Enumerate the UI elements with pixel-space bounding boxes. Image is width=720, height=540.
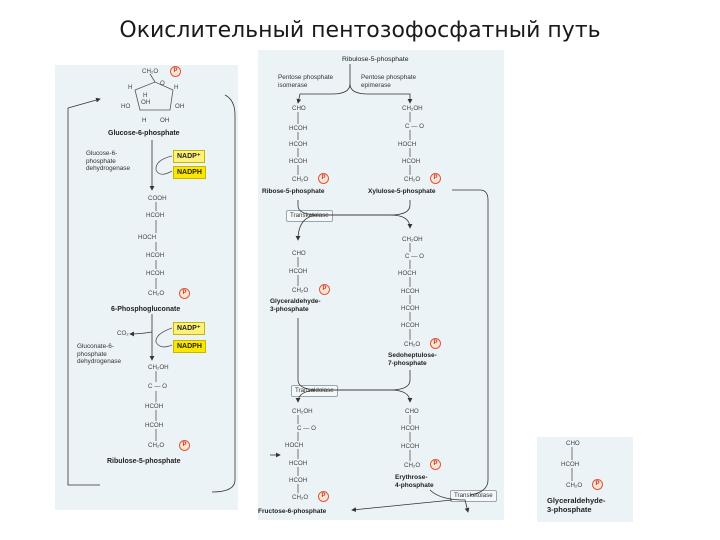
phosphate-icon: P (318, 491, 329, 502)
inset-c3: CH₂O (566, 482, 583, 489)
xylulose-c5: CH₂O (404, 176, 421, 183)
g6p-ch2o: CH₂O (142, 68, 159, 75)
gluconate-c5: HCOH (146, 270, 165, 277)
ribulose-c1: CH₂OH (148, 364, 169, 371)
ribose-c4: HCOH (289, 158, 308, 165)
phosphate-icon: P (179, 440, 190, 451)
phosphate-icon: P (430, 173, 441, 184)
g6pdh-enzyme-label: Glucose-6- phosphate dehydrogenase (86, 150, 131, 172)
ribose-c5: CH₂O (292, 176, 309, 183)
non-oxidative-phase-panel (258, 50, 504, 520)
gluconate-c4: HCOH (146, 252, 165, 259)
sedo-c5: HCOH (401, 305, 420, 312)
gnpdh-enzyme-label: Gluconate-6- phosphate dehydrogenase (77, 343, 122, 365)
gluconate-c6: CH₂O (148, 290, 165, 297)
page-title: Окислительный пентозофосфатный путь (119, 18, 601, 43)
f6p-c4: HCOH (289, 460, 308, 467)
inset-c2: HCOH (561, 461, 580, 468)
g3p-c2: HCOH (289, 268, 308, 275)
ribulose-c3: HCOH (145, 403, 164, 410)
inset-c1: CHO (566, 440, 580, 447)
transketolase-2: Transketolase (450, 490, 497, 502)
ring-h1: H (128, 84, 133, 91)
phosphate-icon: P (179, 288, 190, 299)
phosphate-icon: P (318, 173, 329, 184)
f6p-c2: C — O (297, 425, 316, 432)
ring-oh1: OH (141, 99, 151, 106)
ribulose-c4: HCOH (145, 422, 164, 429)
nadp-box-1: NADP⁺ (173, 150, 205, 163)
erythrose-c3: HCOH (401, 443, 420, 450)
nadph-box-2: NADPH (173, 340, 206, 353)
f6p-c1: CH₂OH (292, 408, 313, 415)
glyceraldehyde-inset-panel (537, 437, 633, 522)
ring-h3: H (143, 92, 148, 99)
fructose-6-phosphate-label: Fructose-6-phosphate (258, 508, 327, 515)
ribose-c3: HCOH (289, 141, 308, 148)
glucose-6-phosphate-label: Glucose-6-phosphate (108, 130, 180, 137)
oxidative-phase-panel (55, 65, 238, 510)
ribulose-5-phosphate-top-label: Ribulose-5-phosphate (342, 56, 409, 63)
gluconate-c1: COOH (148, 195, 167, 202)
sedoheptulose-7-phosphate-label: Sedoheptulose- 7-phosphate (388, 352, 437, 367)
phosphate-icon: P (430, 338, 441, 349)
sedo-c4: HCOH (401, 288, 420, 295)
epimerase-label: Pentose phosphate epimerase (361, 74, 417, 89)
xylulose-c3: HOCH (398, 141, 417, 148)
f6p-c5: HCOH (289, 477, 308, 484)
nadph-box-1: NADPH (173, 166, 206, 179)
isomerase-label: Pentose phosphate isomerase (278, 74, 334, 89)
ribose-c2: HCOH (289, 125, 308, 132)
inset-glyceraldehyde-label: Glyceraldehyde- 3-phosphate (547, 496, 606, 514)
ring-o: O (160, 80, 165, 87)
f6p-c6: CH₂O (292, 494, 309, 501)
g3p-c3: CH₂O (292, 287, 309, 294)
f6p-c3: HOCH (285, 442, 304, 449)
gluconate-c2: HCOH (146, 212, 165, 219)
ribulose-c5: CH₂O (148, 442, 165, 449)
ribose-c1: CHO (292, 105, 306, 112)
phosphate-icon: P (319, 284, 330, 295)
sedo-c3: HOCH (398, 270, 417, 277)
ring-oh3: OH (160, 117, 170, 124)
co2-label: CO₂ (117, 330, 129, 337)
6-phosphogluconate-label: 6-Phosphogluconate (111, 306, 181, 313)
xylulose-5-phosphate-label: Xylulose-5-phosphate (368, 188, 436, 195)
xylulose-c2: C — O (405, 123, 424, 130)
phosphate-icon: P (592, 479, 603, 490)
ring-ho: HO (121, 103, 131, 110)
xylulose-c1: CH₂OH (402, 105, 423, 112)
transketolase-1: Transketolase (286, 210, 333, 222)
ring-h4: H (142, 117, 147, 124)
gluconate-c3: HOCH (138, 234, 157, 241)
erythrose-c1: CHO (405, 408, 419, 415)
ribose-5-phosphate-label: Ribose-5-phosphate (262, 188, 325, 195)
erythrose-c4: CH₂O (404, 462, 421, 469)
ring-oh2: OH (175, 103, 185, 110)
g3p-c1: CHO (292, 250, 306, 257)
ring-h2: H (174, 84, 179, 91)
ribulose-c2: C — O (148, 383, 167, 390)
erythrose-c2: HCOH (401, 425, 420, 432)
ribulose-5-phosphate-label: Ribulose-5-phosphate (107, 458, 181, 465)
sedo-c7: CH₂O (404, 341, 421, 348)
phosphate-icon: P (170, 66, 181, 77)
nadp-box-2: NADP⁺ (173, 322, 205, 335)
sedo-c2: C — O (405, 253, 424, 260)
phosphate-icon: P (430, 459, 441, 470)
sedo-c6: HCOH (401, 322, 420, 329)
erythrose-4-phosphate-label: Erythrose- 4-phosphate (395, 474, 434, 489)
glyceraldehyde-3-phosphate-label: Glyceraldehyde- 3-phosphate (270, 298, 321, 313)
sedo-c1: CH₂OH (402, 236, 423, 243)
xylulose-c4: HCOH (402, 158, 421, 165)
